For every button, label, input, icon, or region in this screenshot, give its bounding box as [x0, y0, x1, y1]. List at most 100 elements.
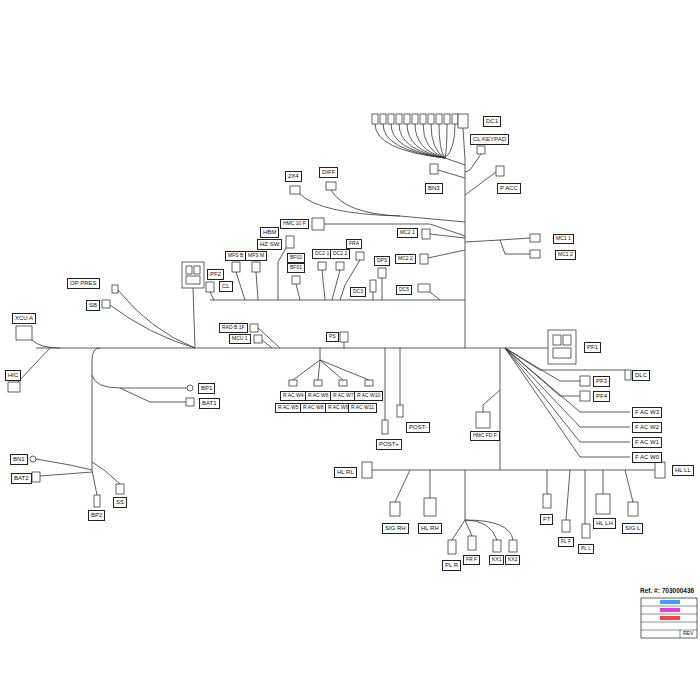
connector-name: SIG RH [385, 525, 406, 532]
connector-label: KX2 [505, 555, 520, 565]
connector-name: BN1 [13, 456, 25, 463]
connector-name: F AC W2 [635, 424, 659, 431]
connector-name: HMC 10 F [283, 221, 306, 227]
connector-name: R AC W6 [308, 393, 329, 399]
title-block [641, 598, 697, 638]
connector-label: MC2 1 [397, 228, 418, 238]
connector-label: PS [326, 332, 339, 342]
connector-label: F AC W1 [632, 437, 662, 448]
connector-name: PL R [445, 562, 458, 569]
connector-name: HBM [263, 229, 276, 236]
connector-label: HIC [5, 370, 21, 381]
connector-name: BF02 [290, 255, 302, 261]
connector-label: DPS [374, 256, 390, 266]
connector-name: FT [543, 516, 550, 523]
connector-name: MFS B [228, 253, 243, 259]
connector-name: HL RL [337, 469, 354, 476]
connector-label: PL L [578, 544, 594, 554]
connector-name: DC1 [486, 118, 498, 125]
connector-name: MFS M [248, 253, 264, 259]
connector-label: F AC W0 [632, 452, 662, 463]
connector-name: RAD B 1F [222, 325, 245, 331]
connector-name: HMC FD F [473, 433, 497, 439]
connector-label: RAD B 1F [219, 323, 248, 333]
connector-label: HBM [260, 227, 279, 238]
connector-label: R AC W11 [348, 403, 377, 413]
connector-label: DC5 [396, 285, 412, 295]
connector-label: CL [219, 281, 233, 292]
connector-name: PL L [581, 546, 591, 552]
connector-name: DLC [635, 372, 647, 379]
connector-label: F AC W2 [632, 422, 662, 433]
connector-name: R AC W11 [351, 405, 374, 411]
connector-name: POST- [409, 424, 427, 431]
connector-label: 2X4 [285, 171, 302, 182]
connector-name: HL RH [421, 525, 439, 532]
connector-name: CL [222, 283, 230, 290]
connector-label: BP2 [88, 510, 105, 521]
connector-name: DC3 [353, 289, 363, 295]
connector-label: MC1 2 [555, 250, 576, 260]
connector-name: BAT1 [202, 400, 217, 407]
connector-label: PF2 [207, 269, 224, 280]
connector-label: XCU A [12, 313, 36, 324]
connector-label: HMC FD F [470, 431, 500, 441]
connector-label: R AC W6 [305, 391, 332, 401]
connector-symbols [8, 114, 665, 554]
connector-name: BP1 [201, 385, 212, 392]
connector-label: FL F [558, 537, 574, 547]
connector-label: R AC W10 [354, 391, 383, 401]
connector-label: MFS M [245, 251, 267, 261]
connector-label: BF01 [287, 263, 305, 273]
connector-label: HL RH [418, 523, 442, 534]
connector-name: DIFF [322, 169, 335, 176]
connector-name: PF3 [596, 378, 607, 385]
connector-label: HL RL [334, 467, 357, 478]
connector-name: R AC W4 [283, 393, 304, 399]
connector-label: HMC 10 F [280, 219, 309, 229]
connector-name: PF2 [210, 271, 221, 278]
connector-name: BP2 [91, 512, 102, 519]
connector-name: DPS [377, 258, 387, 264]
connector-label: SIG L [622, 523, 643, 534]
connector-label: SB [86, 300, 100, 311]
connector-name: 2X4 [288, 173, 299, 180]
connector-label: HZ SW [257, 239, 282, 250]
connector-name: SIG L [625, 525, 640, 532]
connector-name: POST+ [379, 441, 399, 448]
connector-name: OP PRES [70, 280, 97, 287]
harness-wires [18, 124, 655, 540]
connector-name: PF4 [596, 393, 607, 400]
connector-label: P ACC [497, 183, 521, 194]
connector-name: FRA [349, 241, 359, 247]
connector-label: BAT1 [199, 398, 220, 409]
connector-label: F AC W3 [632, 407, 662, 418]
connector-label: MC2 2 [395, 254, 416, 264]
connector-name: MC1 2 [558, 252, 573, 258]
connector-name: PS [329, 334, 336, 340]
connector-label: R AC W7 [330, 391, 357, 401]
connector-name: HZ SW [260, 241, 279, 248]
connector-name: BAT2 [14, 475, 29, 482]
connector-name: R AC W5 [278, 405, 299, 411]
connector-name: HIC [8, 372, 18, 379]
connector-label: MC1 1 [553, 234, 574, 244]
connector-label: DC2 2 [330, 249, 350, 259]
connector-label: CL KEYPAD [470, 134, 509, 145]
connector-name: XCU A [15, 315, 33, 322]
connector-label: R AC W4 [280, 391, 307, 401]
connector-label: KX1 [489, 555, 504, 565]
connector-name: DC2 2 [333, 251, 347, 257]
connector-name: DC5 [399, 287, 409, 293]
connector-label: DIFF [319, 167, 338, 178]
connector-label: R AC W8 [300, 403, 327, 413]
connector-name: MC2 1 [400, 230, 415, 236]
connector-name: CL KEYPAD [473, 136, 506, 143]
connector-label: SS [113, 497, 127, 508]
connector-name: BN3 [428, 185, 440, 192]
connector-label: MCU 1 [229, 334, 251, 344]
connector-label: PF3 [593, 376, 610, 387]
connector-name: PF1 [587, 344, 598, 351]
connector-name: F AC W1 [635, 439, 659, 446]
connector-label: POST+ [376, 439, 402, 450]
